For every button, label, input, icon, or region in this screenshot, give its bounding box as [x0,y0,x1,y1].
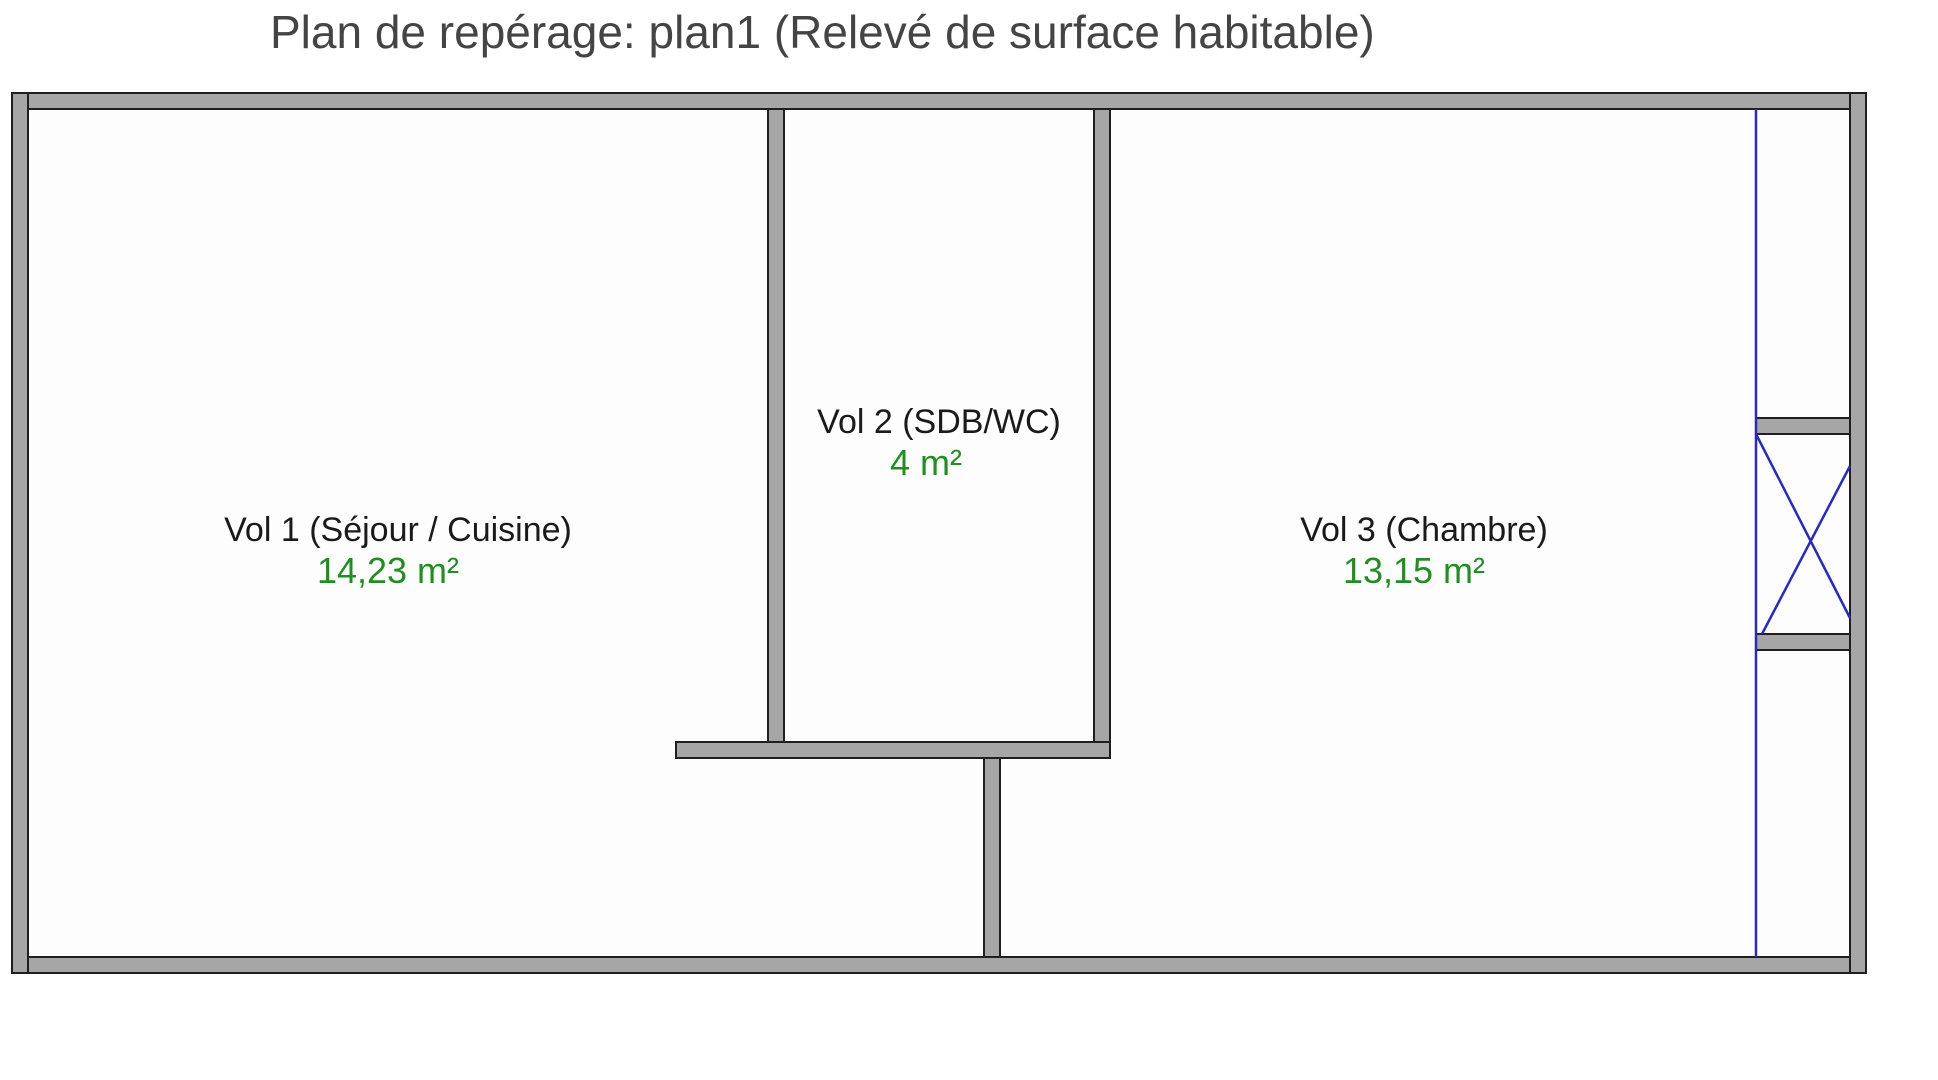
wall-top [11,92,1867,110]
wall-closet-upper [1755,417,1851,435]
wall-lower-divider [983,757,1001,958]
closet-cross-line [1754,433,1852,619]
floor-area [28,109,1850,957]
closet-cross-line [1760,465,1852,635]
wall-right [1849,92,1867,974]
wall-vol2-vol3 [1093,108,1111,759]
room-name: Vol 1 (Séjour / Cuisine) [224,511,572,549]
wall-bottom [11,956,1867,974]
room-area: 14,23 m² [317,550,459,591]
plan-title: Plan de repérage: plan1 (Relevé de surfa… [270,6,1375,58]
wall-closet-lower [1755,633,1851,651]
room-label-vol1: Vol 1 (Séjour / Cuisine) 14,23 m² [224,511,572,591]
wall-left [11,92,29,974]
room-name: Vol 2 (SDB/WC) [817,403,1061,441]
wall-horizontal-stub [675,741,1111,759]
wall-vol1-vol2 [767,108,785,750]
room-area: 13,15 m² [1343,550,1485,591]
room-area: 4 m² [890,442,962,483]
room-label-vol2: Vol 2 (SDB/WC) 4 m² [817,403,1061,483]
interior-walls [675,108,1851,958]
room-name: Vol 3 (Chambre) [1300,511,1548,549]
closet [1754,109,1852,957]
room-label-vol3: Vol 3 (Chambre) 13,15 m² [1300,511,1548,591]
outer-walls [11,92,1867,974]
